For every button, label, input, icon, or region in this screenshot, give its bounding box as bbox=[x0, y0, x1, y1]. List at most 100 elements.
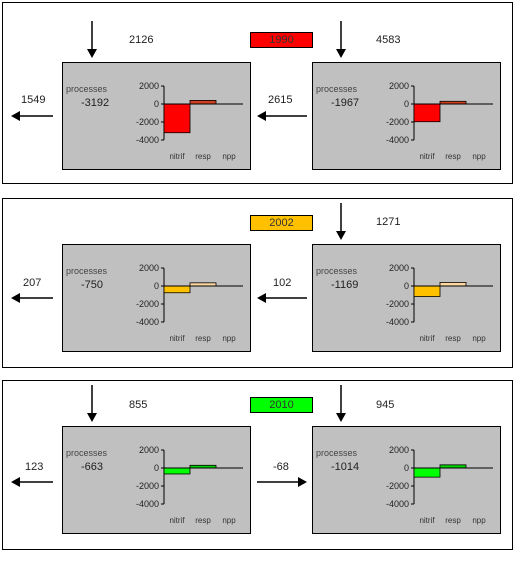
input-arrow-right-1990 bbox=[332, 21, 350, 64]
category-label: npp bbox=[472, 516, 486, 525]
process-box-left: processes -750 2000 0 -2000 -4000 nitrif resp… bbox=[62, 244, 251, 352]
category-label: resp bbox=[445, 516, 461, 525]
bar-nitrif bbox=[163, 103, 191, 134]
input-value-right: 1271 bbox=[376, 216, 401, 228]
bar-resp bbox=[189, 100, 217, 105]
processes-label: processes bbox=[316, 266, 358, 276]
tick-label: 0 bbox=[404, 281, 409, 291]
output-value: 123 bbox=[25, 461, 44, 473]
category-label: nitrif bbox=[169, 334, 185, 343]
processes-value: -1967 bbox=[331, 97, 360, 109]
processes-value: -750 bbox=[81, 279, 104, 291]
processes-label: processes bbox=[66, 266, 108, 276]
output-arrow-1990 bbox=[11, 109, 53, 128]
process-chart: 2000 0 -2000 -4000 nitrif resp npp bbox=[386, 445, 493, 525]
category-label: npp bbox=[222, 334, 236, 343]
flow-arrow-2002 bbox=[257, 291, 307, 310]
processes-value: -663 bbox=[81, 461, 104, 473]
input-value-right: 945 bbox=[376, 399, 395, 411]
tick-label: -4000 bbox=[386, 135, 409, 145]
input-arrow-right-2002 bbox=[332, 203, 350, 246]
bar-nitrif bbox=[413, 467, 441, 478]
tick-label: 2000 bbox=[139, 445, 159, 455]
input-arrow-left-1990 bbox=[83, 21, 101, 64]
processes-value: -1014 bbox=[331, 461, 360, 473]
tick-label: -2000 bbox=[136, 481, 159, 491]
panel-1990: 2126 1990 4583 1549 2615 processes -3192… bbox=[2, 2, 513, 184]
processes-value: -1169 bbox=[331, 279, 359, 291]
flow-arrow-1990 bbox=[257, 109, 307, 128]
bar-nitrif bbox=[413, 285, 441, 297]
tick-label: -4000 bbox=[386, 499, 409, 509]
output-arrow-2010 bbox=[11, 475, 53, 494]
category-label: nitrif bbox=[419, 152, 435, 161]
tick-label: 0 bbox=[154, 281, 159, 291]
process-box-left: processes -663 2000 0 -2000 -4000 nitrif resp… bbox=[62, 426, 251, 534]
tick-label: 0 bbox=[404, 463, 409, 473]
process-chart: 2000 0 -2000 -4000 nitrif resp npp bbox=[136, 445, 243, 525]
processes-label: processes bbox=[316, 84, 358, 94]
category-label: resp bbox=[445, 334, 461, 343]
flow-value: 102 bbox=[273, 277, 292, 289]
flow-value: -68 bbox=[273, 461, 289, 473]
category-label: nitrif bbox=[169, 516, 185, 525]
bar-nitrif bbox=[163, 285, 191, 294]
category-label: npp bbox=[472, 152, 486, 161]
category-label: nitrif bbox=[169, 152, 185, 161]
bar-nitrif bbox=[413, 103, 441, 123]
output-arrow-2002 bbox=[11, 291, 53, 310]
tick-label: -2000 bbox=[386, 299, 409, 309]
input-arrow-left-2010 bbox=[83, 385, 101, 428]
bar-nitrif bbox=[163, 467, 191, 475]
tick-label: 2000 bbox=[139, 81, 159, 91]
category-label: npp bbox=[222, 152, 236, 161]
flow-arrow-2010 bbox=[257, 475, 307, 494]
category-label: npp bbox=[472, 334, 486, 343]
category-label: resp bbox=[445, 152, 461, 161]
processes-value: -3192 bbox=[81, 97, 110, 109]
process-box-right: processes -1169 2000 0 -2000 -4000 nitrif res… bbox=[312, 244, 501, 352]
input-value-right: 4583 bbox=[376, 34, 401, 46]
tick-label: -4000 bbox=[136, 499, 159, 509]
category-label: nitrif bbox=[419, 334, 435, 343]
tick-label: -2000 bbox=[136, 117, 159, 127]
year-badge: 2010 bbox=[250, 397, 313, 413]
tick-label: 2000 bbox=[389, 81, 409, 91]
tick-label: -4000 bbox=[136, 317, 159, 327]
input-value-left: 2126 bbox=[129, 34, 154, 46]
tick-label: 0 bbox=[404, 99, 409, 109]
processes-label: processes bbox=[66, 84, 108, 94]
tick-label: 2000 bbox=[389, 263, 409, 273]
input-value-left: 855 bbox=[129, 399, 148, 411]
panel-2002: 2002 1271 207 102 processes -750 2000 0 -2… bbox=[2, 198, 513, 368]
tick-label: 2000 bbox=[139, 263, 159, 273]
bar-resp bbox=[439, 282, 467, 287]
flow-value: 2615 bbox=[268, 94, 293, 106]
processes-label: processes bbox=[316, 448, 358, 458]
panel-2010: 855 2010 945 123 -68 processes -663 2000… bbox=[2, 380, 513, 550]
process-chart: 2000 0 -2000 -4000 nitrif resp npp bbox=[136, 263, 243, 343]
process-box-right: processes -1014 2000 0 -2000 -4000 nitrif res… bbox=[312, 426, 501, 534]
tick-label: -4000 bbox=[386, 317, 409, 327]
category-label: resp bbox=[195, 334, 211, 343]
tick-label: 0 bbox=[154, 99, 159, 109]
category-label: npp bbox=[222, 516, 236, 525]
category-label: nitrif bbox=[419, 516, 435, 525]
output-value: 1549 bbox=[21, 94, 46, 106]
tick-label: 0 bbox=[154, 463, 159, 473]
input-arrow-right-2010 bbox=[332, 385, 350, 428]
tick-label: -2000 bbox=[386, 481, 409, 491]
year-badge: 2002 bbox=[250, 215, 313, 231]
tick-label: -4000 bbox=[136, 135, 159, 145]
tick-label: -2000 bbox=[136, 299, 159, 309]
output-value: 207 bbox=[23, 277, 42, 289]
category-label: resp bbox=[195, 516, 211, 525]
process-chart: 2000 0 -2000 -4000 nitrif resp npp bbox=[386, 263, 493, 343]
processes-label: processes bbox=[66, 448, 108, 458]
tick-label: 2000 bbox=[389, 445, 409, 455]
year-badge: 1990 bbox=[250, 32, 313, 48]
